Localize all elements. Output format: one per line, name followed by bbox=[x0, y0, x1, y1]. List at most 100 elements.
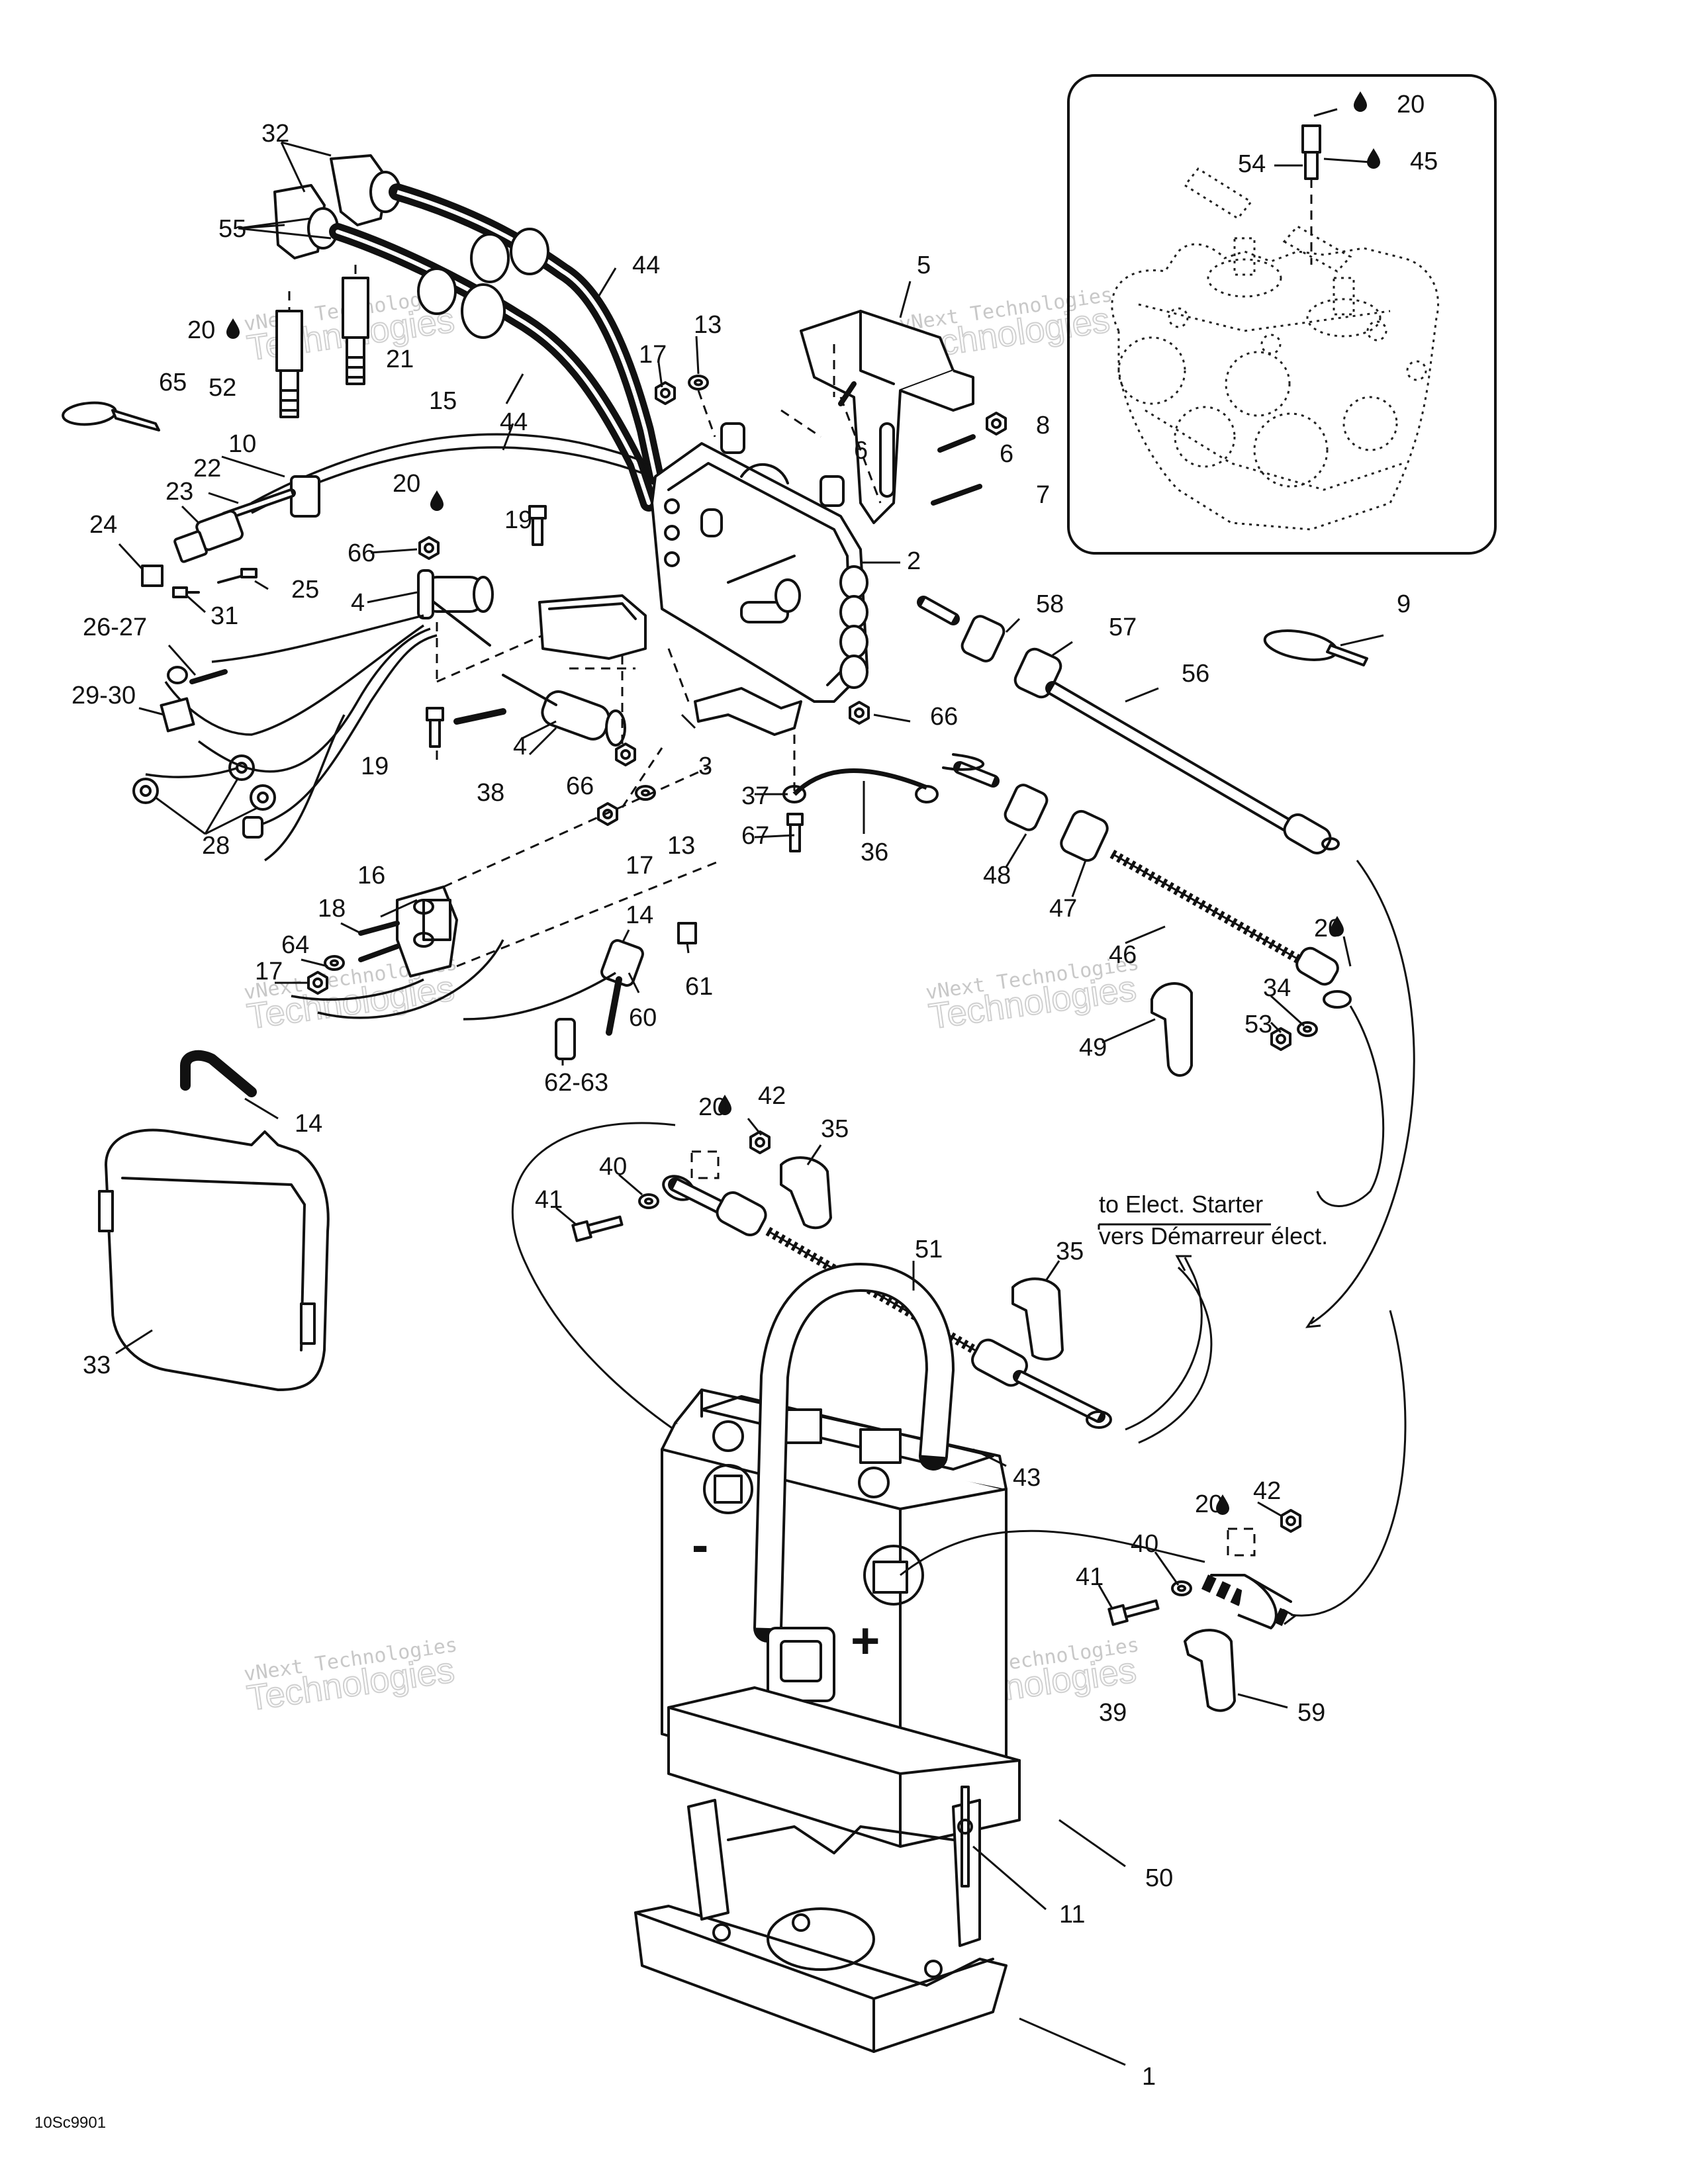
callout-60: 60 bbox=[629, 1004, 657, 1032]
callout-15: 15 bbox=[429, 387, 457, 415]
callout-1: 1 bbox=[1142, 2063, 1156, 2091]
boot-35 bbox=[780, 1156, 1064, 1361]
callout-39: 39 bbox=[1099, 1699, 1127, 1727]
callout-3: 3 bbox=[698, 752, 712, 780]
callout-66b: 66 bbox=[566, 772, 594, 800]
callout-19a: 19 bbox=[504, 506, 532, 534]
cover-33 bbox=[98, 1128, 330, 1391]
oil-drop-icon bbox=[226, 318, 240, 339]
callout-23: 23 bbox=[165, 478, 193, 506]
callout-17a: 17 bbox=[639, 341, 667, 369]
fasteners bbox=[597, 375, 870, 826]
callout-52: 52 bbox=[209, 374, 236, 402]
callout-45: 45 bbox=[1410, 148, 1438, 175]
fuse-14 bbox=[180, 1050, 257, 1097]
bracket-5 bbox=[780, 310, 1007, 524]
callout-57: 57 bbox=[1109, 614, 1137, 641]
callout-35b: 35 bbox=[1056, 1238, 1084, 1265]
callout-22: 22 bbox=[193, 455, 221, 482]
callout-35a: 35 bbox=[821, 1115, 849, 1143]
callout-21: 21 bbox=[386, 345, 414, 373]
battery-cable-51 bbox=[511, 1122, 1203, 1457]
callout-13a: 13 bbox=[694, 311, 722, 339]
callout-56: 56 bbox=[1182, 660, 1209, 688]
callout-41b: 41 bbox=[1076, 1563, 1103, 1591]
callout-48: 48 bbox=[983, 862, 1011, 889]
callout-42b: 42 bbox=[1253, 1477, 1281, 1505]
callout-16: 16 bbox=[357, 862, 385, 889]
strap-43 bbox=[753, 1263, 955, 1702]
starter-note-en: to Elect. Starter bbox=[1099, 1191, 1263, 1218]
callout-50: 50 bbox=[1145, 1864, 1173, 1892]
ignition-coils bbox=[417, 505, 647, 766]
callout-20b: 20 bbox=[393, 470, 420, 498]
callout-53: 53 bbox=[1244, 1011, 1272, 1038]
callout-6b: 6 bbox=[1000, 440, 1013, 468]
oil-drop-icon bbox=[1367, 148, 1380, 169]
callout-36: 36 bbox=[861, 839, 888, 866]
callout-33: 33 bbox=[83, 1351, 111, 1379]
starter-cable-56 bbox=[917, 596, 1415, 1328]
boot-59 bbox=[1184, 1629, 1236, 1712]
callout-66c: 66 bbox=[930, 703, 958, 731]
callout-20f: 20 bbox=[1397, 91, 1425, 118]
callout-54: 54 bbox=[1238, 150, 1266, 178]
callout-59: 59 bbox=[1297, 1699, 1325, 1727]
callout-19b: 19 bbox=[361, 752, 389, 780]
callout-51: 51 bbox=[915, 1236, 943, 1263]
callout-14b: 14 bbox=[295, 1110, 322, 1138]
callout-4b: 4 bbox=[513, 733, 527, 760]
battery-tray-1 bbox=[634, 1786, 1008, 2053]
oil-drop-icon bbox=[430, 490, 444, 511]
callout-62-63: 62-63 bbox=[544, 1069, 608, 1097]
callout-31: 31 bbox=[211, 602, 238, 630]
callout-58: 58 bbox=[1036, 590, 1064, 618]
callout-34: 34 bbox=[1263, 974, 1291, 1002]
positive-terminal bbox=[900, 1310, 1407, 1629]
tie-wrap-65 bbox=[62, 401, 160, 432]
callout-67: 67 bbox=[741, 822, 769, 850]
ignition-cables bbox=[238, 141, 664, 512]
callout-40b: 40 bbox=[1131, 1530, 1158, 1558]
callout-40a: 40 bbox=[599, 1153, 627, 1181]
callout-37: 37 bbox=[741, 782, 769, 810]
callout-24: 24 bbox=[89, 511, 117, 539]
negative-sign: - bbox=[692, 1517, 708, 1573]
callout-18: 18 bbox=[318, 895, 346, 923]
callout-41a: 41 bbox=[535, 1186, 563, 1214]
callout-25: 25 bbox=[291, 576, 319, 604]
callout-55: 55 bbox=[218, 215, 246, 243]
callout-43: 43 bbox=[1013, 1464, 1041, 1492]
positive-sign: + bbox=[851, 1613, 880, 1669]
boot-49 bbox=[1150, 982, 1193, 1077]
starter-cable-46 bbox=[942, 753, 1385, 1207]
callout-28: 28 bbox=[202, 832, 230, 860]
callout-4a: 4 bbox=[351, 589, 365, 617]
leader-lines bbox=[115, 267, 1384, 2066]
electrical-box bbox=[651, 422, 868, 703]
callout-20a: 20 bbox=[187, 316, 215, 344]
ground-strap bbox=[782, 768, 939, 852]
figure-reference: 10Sc9901 bbox=[34, 2114, 106, 2132]
solenoid-16 bbox=[291, 766, 722, 1001]
callout-7: 7 bbox=[1036, 481, 1050, 509]
starter-note-fr: vers Démarreur élect. bbox=[1099, 1222, 1328, 1250]
callout-26-27: 26-27 bbox=[83, 614, 147, 641]
callout-17b: 17 bbox=[626, 852, 653, 880]
callout-10: 10 bbox=[228, 430, 256, 458]
callout-64: 64 bbox=[281, 931, 309, 959]
callout-38: 38 bbox=[477, 779, 504, 807]
starter-note: to Elect. Starter vers Démarreur élect. bbox=[1099, 1191, 1328, 1444]
callout-14a: 14 bbox=[626, 901, 653, 929]
oil-drop-icon bbox=[1354, 91, 1367, 112]
plate-3 bbox=[667, 648, 802, 791]
callout-5: 5 bbox=[917, 251, 931, 279]
engine-inset bbox=[1067, 74, 1497, 555]
callout-17c: 17 bbox=[255, 958, 283, 985]
callout-8: 8 bbox=[1036, 412, 1050, 439]
ground-wires bbox=[132, 614, 438, 862]
callout-6a: 6 bbox=[854, 437, 868, 465]
callout-32: 32 bbox=[261, 120, 289, 148]
